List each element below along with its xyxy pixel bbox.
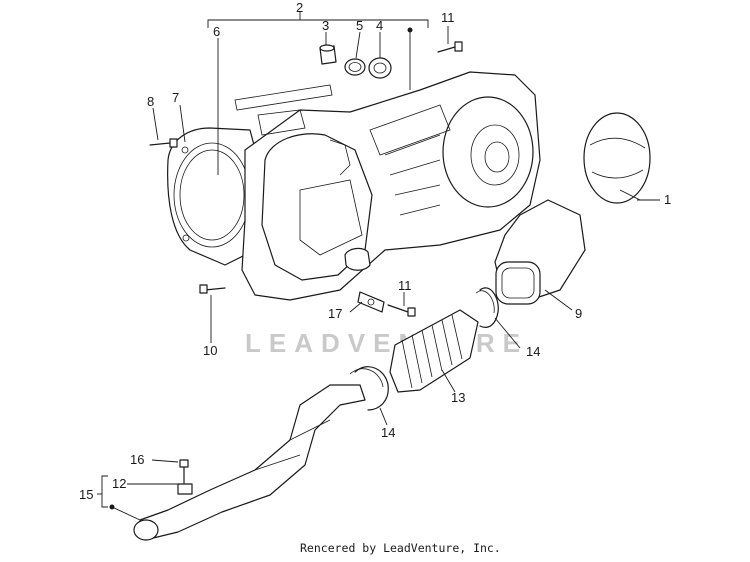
part-2-crankcase-cover: [234, 71, 541, 301]
part-5-seal: [344, 58, 366, 76]
part-14-clamp-upper: [475, 287, 499, 328]
callout-17: 17: [328, 306, 342, 321]
part-9-air-duct: [494, 199, 586, 305]
callout-14-upper: 14: [526, 344, 540, 359]
part-16-screw: [179, 459, 189, 484]
part-7-gasket: [167, 127, 263, 266]
callout-9: 9: [575, 306, 582, 321]
callout-14-lower: 14: [381, 425, 395, 440]
part-13-bellows-hose: [389, 309, 479, 393]
part-8-screw: [149, 138, 178, 148]
callout-7: 7: [172, 90, 179, 105]
callout-12: 12: [112, 476, 126, 491]
callout-11-upper: 11: [441, 10, 455, 25]
part-17-bracket: [357, 291, 385, 313]
callout-4: 4: [376, 18, 383, 33]
part-12-clip: [177, 483, 193, 495]
part-10-screw: [199, 284, 226, 294]
callout-15: 15: [79, 487, 93, 502]
part-15-intake-tube: [133, 384, 366, 541]
callout-10: 10: [203, 343, 217, 358]
watermark: LEADVENTURE: [245, 328, 528, 358]
callout-8: 8: [147, 94, 154, 109]
callout-2: 2: [296, 0, 303, 15]
part-11-screw-lower: [387, 304, 416, 317]
callout-labels: 1 2 3 4 5 6 7 8 9 10 11 11 12 13 14 14 1…: [79, 0, 671, 502]
callout-5: 5: [356, 18, 363, 33]
callout-1: 1: [664, 192, 671, 207]
callout-6: 6: [213, 24, 220, 39]
callout-16: 16: [130, 452, 144, 467]
part-3-bushing: [319, 44, 337, 65]
callout-11-lower: 11: [398, 278, 412, 293]
leader-lines: [97, 12, 660, 521]
part-1-cover-cap: [583, 112, 651, 204]
part-11-screw-upper: [437, 41, 463, 53]
callout-13: 13: [451, 390, 465, 405]
part-14-clamp-lower: [349, 366, 389, 411]
render-credit: Rencered by LeadVenture, Inc.: [300, 541, 501, 555]
part-4-bearing: [368, 57, 392, 79]
callout-3: 3: [322, 18, 329, 33]
